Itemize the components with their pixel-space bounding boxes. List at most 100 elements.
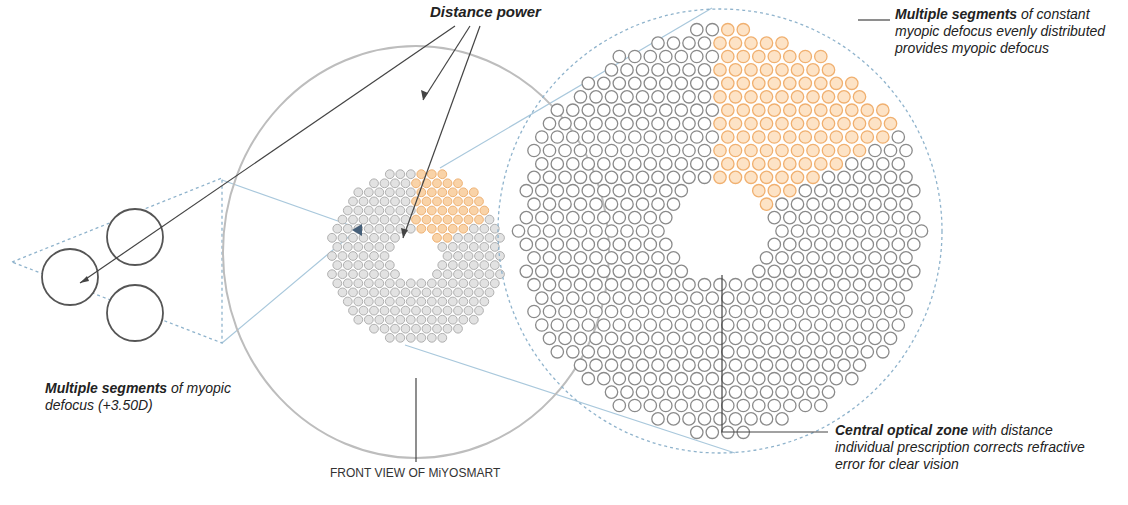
- defocus-segment: [396, 188, 405, 197]
- defocus-segment: [660, 131, 672, 143]
- defocus-segment: [644, 346, 656, 358]
- defocus-segment: [582, 373, 594, 385]
- label-group: Multiple segments of myopic defocus (+3.…: [45, 380, 245, 414]
- defocus-segment: [768, 50, 780, 62]
- defocus-segment: [536, 265, 548, 277]
- defocus-segment: [683, 413, 695, 425]
- defocus-segment: [667, 279, 679, 291]
- defocus-segment: [706, 24, 718, 36]
- defocus-segment: [729, 305, 741, 317]
- defocus-segment: [760, 305, 772, 317]
- defocus-segment: [464, 306, 473, 315]
- defocus-segment: [776, 305, 788, 317]
- defocus-segment: [892, 185, 904, 197]
- defocus-segment: [417, 170, 426, 179]
- defocus-segment: [629, 399, 641, 411]
- defocus-segment: [354, 315, 363, 324]
- defocus-segment: [433, 306, 442, 315]
- defocus-segment: [613, 158, 625, 170]
- defocus-segment: [660, 50, 672, 62]
- defocus-segment: [475, 270, 484, 279]
- defocus-segment: [675, 399, 687, 411]
- defocus-segment: [908, 185, 920, 197]
- defocus-segment: [884, 332, 896, 344]
- defocus-segment: [644, 50, 656, 62]
- defocus-segment: [861, 319, 873, 331]
- defocus-segment: [543, 332, 555, 344]
- defocus-segment: [391, 215, 400, 224]
- defocus-segment: [846, 77, 858, 89]
- defocus-segment: [900, 225, 912, 237]
- defocus-segment: [667, 386, 679, 398]
- defocus-segment: [438, 224, 447, 233]
- defocus-segment: [776, 37, 788, 49]
- defocus-segment: [753, 158, 765, 170]
- defocus-segment: [582, 292, 594, 304]
- defocus-segment: [729, 332, 741, 344]
- defocus-segment: [667, 171, 679, 183]
- defocus-segment: [469, 224, 478, 233]
- defocus-segment: [475, 306, 484, 315]
- defocus-segment: [799, 131, 811, 143]
- defocus-segment: [799, 292, 811, 304]
- defocus-segment: [853, 332, 865, 344]
- defocus-segment: [417, 224, 426, 233]
- defocus-segment: [574, 91, 586, 103]
- defocus-segment: [683, 305, 695, 317]
- defocus-segment: [861, 211, 873, 223]
- defocus-segment: [822, 144, 834, 156]
- defocus-segment: [636, 279, 648, 291]
- defocus-segment: [385, 315, 394, 324]
- defocus-segment: [433, 324, 442, 333]
- defocus-segment: [846, 211, 858, 223]
- defocus-segment: [683, 37, 695, 49]
- defocus-segment: [892, 238, 904, 250]
- defocus-segment: [799, 346, 811, 358]
- defocus-segment: [784, 292, 796, 304]
- defocus-segment: [354, 261, 363, 270]
- defocus-segment: [660, 238, 672, 250]
- defocus-segment: [760, 279, 772, 291]
- defocus-segment: [737, 373, 749, 385]
- defocus-segment: [385, 279, 394, 288]
- defocus-segment: [598, 346, 610, 358]
- defocus-segment: [830, 77, 842, 89]
- defocus-segment: [605, 386, 617, 398]
- defocus-segment: [776, 91, 788, 103]
- defocus-segment: [760, 171, 772, 183]
- defocus-segment: [475, 252, 484, 261]
- defocus-segment: [380, 252, 389, 261]
- defocus-segment: [536, 292, 548, 304]
- defocus-segment: [613, 292, 625, 304]
- defocus-segment: [590, 144, 602, 156]
- defocus-segment: [760, 37, 772, 49]
- defocus-segment: [551, 292, 563, 304]
- defocus-segment: [652, 171, 664, 183]
- defocus-segment: [349, 306, 358, 315]
- defocus-segment: [590, 332, 602, 344]
- defocus-segment: [380, 306, 389, 315]
- defocus-segment: [333, 243, 342, 252]
- defocus-segment: [753, 131, 765, 143]
- defocus-segment: [629, 346, 641, 358]
- defocus-segment: [884, 117, 896, 129]
- defocus-segment: [900, 144, 912, 156]
- defocus-segment: [729, 117, 741, 129]
- defocus-segment: [722, 292, 734, 304]
- defocus-segment: [629, 238, 641, 250]
- defocus-segment: [706, 131, 718, 143]
- defocus-segment: [660, 158, 672, 170]
- defocus-segment: [621, 198, 633, 210]
- defocus-segment: [807, 279, 819, 291]
- defocus-segment: [338, 215, 347, 224]
- defocus-segment: [667, 91, 679, 103]
- defocus-segment: [652, 91, 664, 103]
- defocus-segment: [621, 171, 633, 183]
- defocus-segment: [333, 261, 342, 270]
- defocus-segment: [644, 131, 656, 143]
- defocus-segment: [745, 386, 757, 398]
- defocus-segment: [683, 171, 695, 183]
- defocus-segment: [464, 270, 473, 279]
- defocus-segment: [737, 77, 749, 89]
- defocus-segment: [422, 288, 431, 297]
